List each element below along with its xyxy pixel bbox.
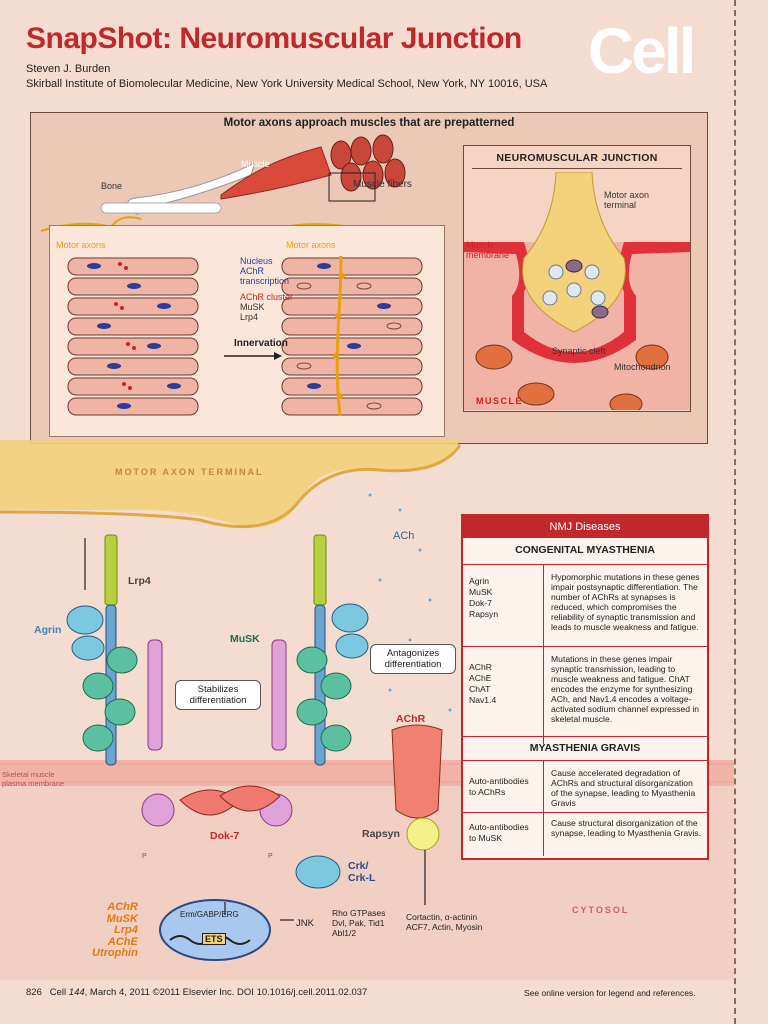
target-genes-list: AChR MuSK Lrp4 AChE Utrophin [92,901,138,959]
crk-label-2: Crk-L [348,872,376,884]
row1-genes: Agrin MuSK Dok-7 Rapsyn [469,576,499,619]
row4-label: Auto-antibodies to MuSK [469,822,529,843]
rho-label-1: Rho GTPases [332,908,386,918]
rho-label-2: Dvl, Pak, Tid1 [332,918,385,928]
bone-label: Bone [101,181,123,191]
nucleus-label: Nucleus [240,256,273,266]
rho-label-3: Abl1/2 [332,928,357,938]
motor-axons-left-label: Motor axons [56,240,106,250]
antagonizes-callout: Antagonizes differentiation [370,644,456,674]
row3-label: Auto-antibodies to AChRs [469,776,529,797]
cortactin-label-1: Cortactin, α-actinin [406,912,478,922]
muscle-fiber-rows [67,256,423,417]
row1-description: Hypomorphic mutations in these genes imp… [551,572,700,632]
dok7-label: Dok-7 [210,830,240,842]
affiliation: Skirball Institute of Biomolecular Medic… [26,78,548,90]
top-panel: Motor axons approach muscles that are pr… [30,112,708,444]
lrp4-small-label: Lrp4 [240,312,259,322]
ach-label: ACh [393,530,415,542]
row2-description: Mutations in these genes impair synaptic… [551,654,700,724]
membrane-label-2: plasma membrane [2,779,65,788]
author: Steven J. Burden [26,63,111,75]
row3-description: Cause accelerated degradation of AChRs a… [551,768,696,808]
muscle-fibers-label: Muscle fibers [353,179,412,190]
musk-small-label: MuSK [240,302,265,312]
phospho-p-1: P [142,853,147,860]
mitochondrion-label: Mitochondrion [614,362,671,372]
muscle-region-label: MUSCLE [476,396,523,406]
online-note: See online version for legend and refere… [524,988,696,998]
achr-label: AChR [240,266,265,276]
muscle-label: Muscle [241,159,270,169]
achr-main-label: AChR [396,713,426,725]
agrin-label: Agrin [34,624,62,636]
lrp4-label: Lrp4 [128,575,151,587]
ets-box: ETS [202,933,226,945]
crk-label-1: Crk/ [348,860,369,872]
prepattern-panel: Motor axons Motor axons [49,225,445,437]
cell-logo: Cell [588,15,696,87]
musk-label: MuSK [230,633,260,645]
gravis-heading: MYASTHENIA GRAVIS [529,742,641,754]
cut-line [734,0,736,1024]
citation: 826 Cell 144, March 4, 2011 ©2011 Elsevi… [26,987,368,998]
top-panel-title: Motor axons approach muscles that are pr… [223,117,515,129]
diseases-header: NMJ Diseases [463,516,707,538]
motor-axons-right-label: Motor axons [286,240,336,250]
muscle-membrane-label-2: membrane [466,250,510,260]
synaptic-cleft-label: Synaptic cleft [552,346,606,356]
transcription-label: transcription [240,276,290,286]
nmj-diseases-table: NMJ Diseases CONGENITAL MYASTHENIA Agrin… [461,514,709,860]
row4-description: Cause structural disorganization of the … [551,818,701,838]
nmj-illustration [464,172,690,410]
ets-factor-label: Erm/GABP/ERG [180,910,239,919]
nmj-signaling-illustration [0,440,734,980]
muscle-bone-illustration [100,134,406,215]
cytosol-label: CYTOSOL [572,905,630,915]
innervation-label: Innervation [234,338,288,349]
congenital-heading: CONGENITAL MYASTHENIA [515,544,655,556]
nmj-inset: NEUROMUSCULAR JUNCTION Motor axon termin… [463,145,691,412]
membrane-label-1: Skeletal muscle [2,770,55,779]
motor-axon-terminal-label: MOTOR AXON TERMINAL [115,467,264,477]
nmj-title: NEUROMUSCULAR JUNCTION [496,152,658,164]
row2-genes: AChR AChE ChAT Nav1.4 [469,662,497,705]
jnk-label: JNK [296,918,314,929]
achr-cluster-label: AChR cluster [240,292,294,302]
page-title: SnapShot: Neuromuscular Junction [26,22,522,55]
phospho-p-2: P [268,853,273,860]
cortactin-label-2: ACF7, Actin, Myosin [406,922,483,932]
motor-axon-label: Motor axon [604,190,650,200]
stabilizes-callout: Stabilizes differentiation [175,680,261,710]
muscle-membrane-label-1: Muscle [466,240,495,250]
rapsyn-label: Rapsyn [362,828,400,840]
terminal-label: terminal [604,200,637,210]
